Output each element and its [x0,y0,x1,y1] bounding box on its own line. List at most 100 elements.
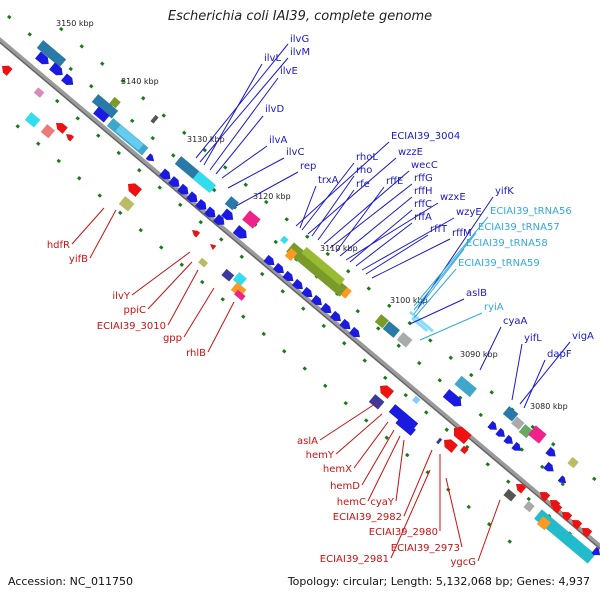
gene-arrow-top [177,183,189,195]
gene-block-bottom [232,272,247,287]
accession-text: Accession: NC_011750 [8,575,134,588]
tick-mark [506,479,511,484]
leader-line [413,248,465,315]
tick-mark [89,84,94,89]
leader-line [147,261,193,310]
tick-mark [428,338,433,343]
gene-label-bottom: hdfR [47,240,70,251]
tick-mark [202,147,207,153]
gene-label-bottom: aslA [297,436,318,447]
tick-mark [150,135,155,141]
genome-backbone [0,37,600,550]
gene-arrow [545,446,556,457]
tick-mark [551,442,556,447]
gene-label-top: ilvE [280,66,298,77]
tick-mark [376,326,381,331]
gene-arrow [348,326,360,338]
tick-mark [137,168,142,173]
gene-block-bottom [221,268,235,282]
gene-arrow-top [159,168,171,180]
leader-line [317,189,355,241]
gene-arrow-top [232,225,247,239]
leader-line [227,157,285,189]
gene-block [536,516,551,531]
gene-block-top [150,114,159,124]
gene-block-top [528,425,547,444]
tick-mark [161,113,166,118]
gene-label-top: ilvG [290,34,309,45]
tick-mark [159,245,164,250]
gene-arrow-top [195,198,207,210]
gene-block [224,196,239,211]
gene-block-top [286,242,348,297]
tick-mark [465,444,470,450]
gene-arrow [168,176,180,187]
leader-line [413,232,477,311]
tick-mark [387,303,392,309]
scale-label: 3130 kbp [187,135,225,144]
leader-line [299,185,317,229]
gene-arrow [2,65,13,76]
leader-line [479,326,502,371]
gene-arrow-top [145,153,155,162]
genes-text: Genes: 4,937 [516,575,590,588]
leader-line [183,287,215,338]
gene-label-top: cyaA [503,316,528,327]
gene-block [280,235,289,245]
gene-label-top: wzzE [398,147,423,158]
tick-mark [526,496,531,502]
gene-arrow-top [545,446,556,457]
tick-mark [100,61,105,66]
gene-label-top: rffA [414,212,432,223]
gene-arrow-top [348,326,360,338]
gene-label-top: rffG [414,173,433,184]
leader-line [519,341,571,405]
tick-mark [77,176,82,181]
tick-mark [383,375,388,381]
gene-arrow-top [557,475,567,484]
tick-mark [261,331,266,337]
tick-mark [323,383,328,389]
gene-arrow-top [168,176,180,187]
gene-label-bottom: yifB [69,254,88,265]
gene-block-bottom [412,395,421,405]
gene-block [36,40,67,68]
gene-arrow [562,512,573,522]
gene-arrow-top [49,62,63,76]
gene-arrow-top [35,51,49,65]
leader-line [167,269,199,326]
tick-mark [489,390,494,395]
gene-arrow [204,206,216,218]
gene-label-top: yifK [495,186,514,197]
gene-label-bottom: rhlB [186,348,206,359]
tick-mark [487,522,492,527]
gene-arrow-top [442,389,462,407]
gene-block [454,375,477,398]
tick-mark [157,185,162,190]
gene-label-bottom: gpp [163,333,182,344]
gene-arrow-bottom [444,439,458,453]
gene-block [118,196,135,212]
gene-arrow [210,244,217,250]
tick-mark [118,210,123,216]
tick-mark [384,435,389,440]
leader-line [221,145,268,179]
gene-arrow [552,504,563,514]
gene-block [523,500,535,513]
gene-block-top [301,246,345,286]
gene-arrow-bottom [540,492,551,502]
gene-arrow-top [213,214,225,225]
gene-block-top [567,456,579,469]
gene-block-bottom [388,404,419,432]
leader-line [89,209,117,259]
gene-arrow-top [329,310,341,322]
gene-arrow [177,183,189,195]
tick-mark [403,392,408,398]
gene-block [388,404,419,432]
tick-mark [519,447,524,452]
leader-line [311,175,355,237]
tick-mark [325,251,330,257]
tick-mark [284,217,289,222]
gene-arrow [66,134,75,142]
gene-arrow [442,389,462,407]
